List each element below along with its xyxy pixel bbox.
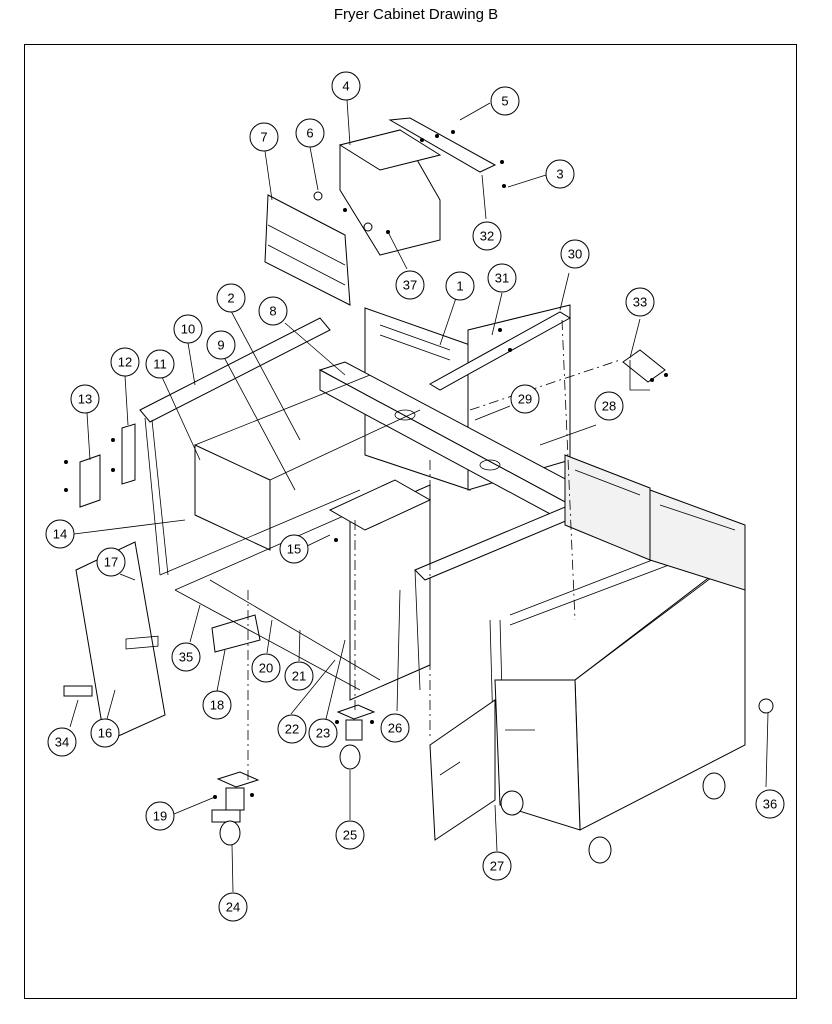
svg-text:19: 19 (153, 809, 167, 824)
svg-text:34: 34 (55, 735, 69, 750)
svg-text:31: 31 (495, 271, 509, 286)
svg-text:13: 13 (78, 392, 92, 407)
svg-text:8: 8 (269, 304, 276, 319)
callout-2: 2 (216, 283, 246, 313)
callout-4: 4 (331, 71, 361, 101)
callout-26: 26 (380, 713, 410, 743)
callout-36: 36 (755, 789, 785, 819)
svg-text:33: 33 (633, 295, 647, 310)
svg-text:24: 24 (226, 900, 240, 915)
svg-text:14: 14 (53, 527, 67, 542)
callout-23: 23 (308, 718, 338, 748)
callout-27: 27 (482, 851, 512, 881)
callout-37: 37 (395, 270, 425, 300)
svg-text:23: 23 (316, 726, 330, 741)
callout-25: 25 (335, 820, 365, 850)
callout-10: 10 (173, 314, 203, 344)
drawing-border (24, 44, 797, 999)
callout-5: 5 (490, 86, 520, 116)
callout-34: 34 (47, 727, 77, 757)
callout-11: 11 (145, 349, 175, 379)
callout-balloons: 1 2 3 4 5 6 7 8 9 10 11 12 13 14 15 16 1… (45, 71, 785, 922)
callout-14: 14 (45, 519, 75, 549)
svg-text:18: 18 (210, 698, 224, 713)
svg-text:28: 28 (602, 399, 616, 414)
svg-text:36: 36 (763, 797, 777, 812)
callout-32: 32 (472, 221, 502, 251)
callout-1: 1 (445, 271, 475, 301)
callout-20: 20 (251, 653, 281, 683)
svg-text:5: 5 (501, 94, 508, 109)
callout-16: 16 (90, 718, 120, 748)
callout-15: 15 (279, 534, 309, 564)
svg-text:29: 29 (518, 392, 532, 407)
svg-text:17: 17 (104, 555, 118, 570)
svg-text:37: 37 (403, 278, 417, 293)
svg-text:10: 10 (181, 322, 195, 337)
callout-18: 18 (202, 690, 232, 720)
callout-21: 21 (284, 661, 314, 691)
svg-text:21: 21 (292, 669, 306, 684)
caster-25 (336, 704, 376, 770)
svg-text:25: 25 (343, 828, 357, 843)
svg-text:35: 35 (179, 650, 193, 665)
callout-24: 24 (218, 892, 248, 922)
svg-text:26: 26 (388, 721, 402, 736)
callout-29: 29 (510, 384, 540, 414)
callout-22: 22 (277, 714, 307, 744)
callout-9: 9 (206, 330, 236, 360)
svg-text:9: 9 (217, 338, 224, 353)
leader-lines (69, 99, 769, 893)
callout-12: 12 (110, 347, 140, 377)
drawing-title: Fryer Cabinet Drawing B (333, 6, 499, 23)
callout-17: 17 (96, 547, 126, 577)
svg-text:20: 20 (259, 661, 273, 676)
caster-front-right (500, 772, 726, 864)
callout-6: 6 (295, 118, 325, 148)
caster-24 (211, 771, 260, 846)
svg-text:11: 11 (153, 357, 167, 372)
svg-text:12: 12 (118, 355, 132, 370)
svg-text:15: 15 (287, 542, 301, 557)
svg-text:2: 2 (227, 291, 234, 306)
callout-8: 8 (258, 296, 288, 326)
callout-30: 30 (560, 239, 590, 269)
parts-artwork (63, 117, 774, 864)
fasteners (64, 130, 668, 799)
svg-text:4: 4 (342, 79, 349, 94)
callout-19: 19 (145, 801, 175, 831)
callout-3: 3 (545, 159, 575, 189)
svg-text:6: 6 (306, 126, 313, 141)
svg-text:32: 32 (480, 229, 494, 244)
svg-text:22: 22 (285, 722, 299, 737)
callout-33: 33 (625, 287, 655, 317)
svg-text:16: 16 (98, 726, 112, 741)
callout-7: 7 (249, 122, 279, 152)
svg-text:7: 7 (260, 130, 267, 145)
callout-31: 31 (487, 263, 517, 293)
svg-text:27: 27 (490, 859, 504, 874)
svg-text:30: 30 (568, 247, 582, 262)
svg-text:1: 1 (456, 279, 463, 294)
callout-28: 28 (594, 391, 624, 421)
svg-text:3: 3 (556, 167, 563, 182)
callout-13: 13 (70, 384, 100, 414)
callout-35: 35 (171, 642, 201, 672)
